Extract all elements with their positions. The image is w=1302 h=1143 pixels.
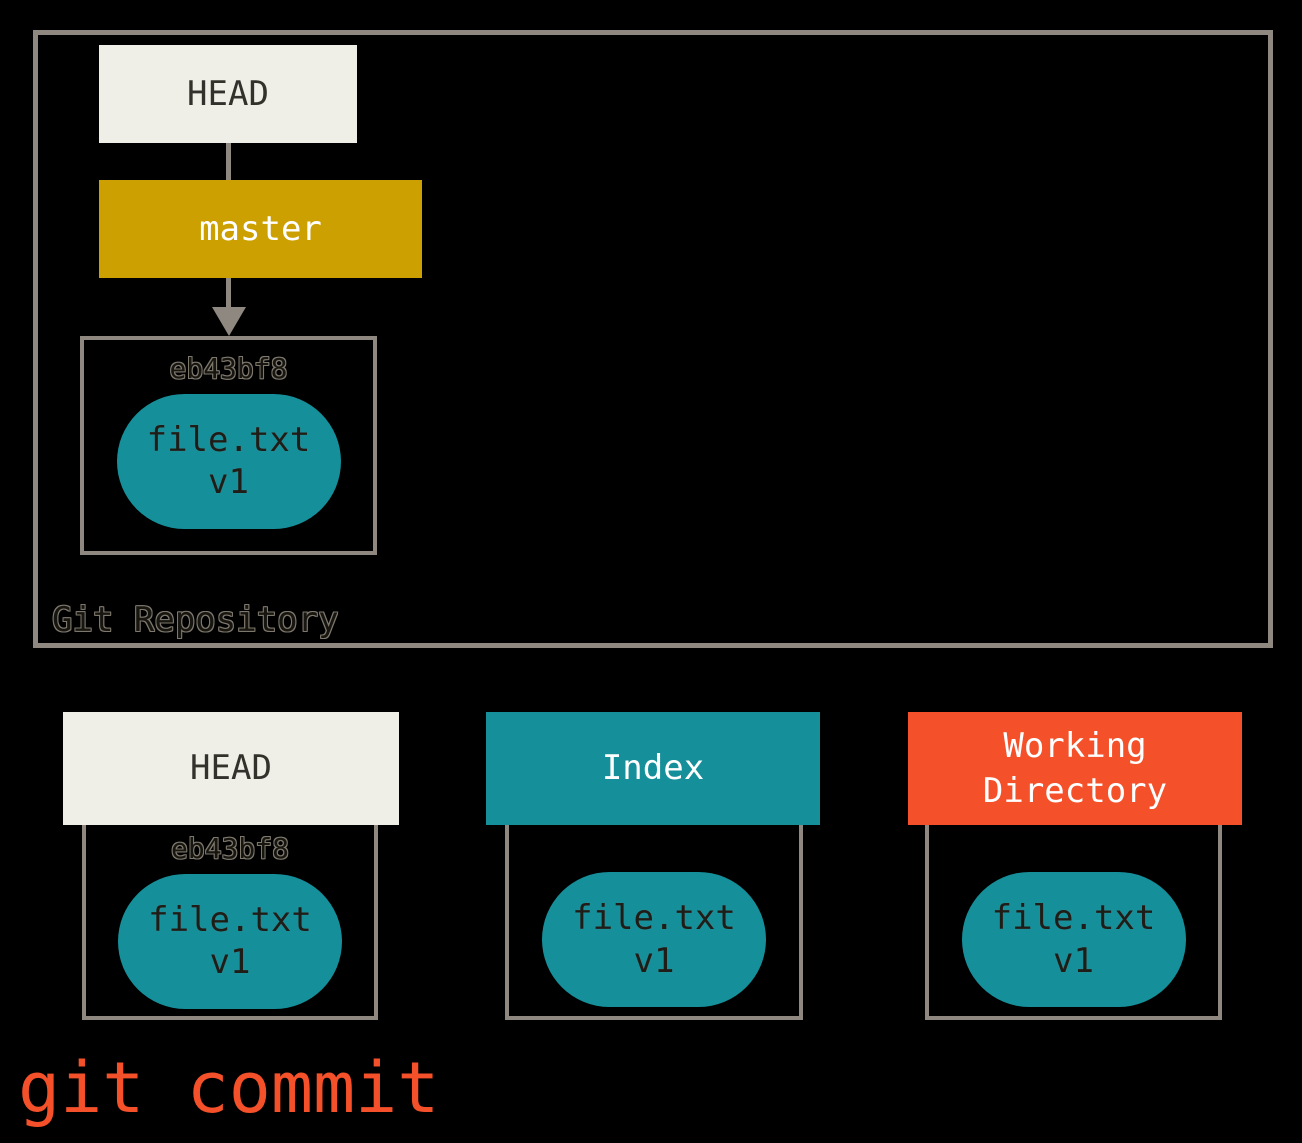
master-branch-label: master [199,209,322,249]
index-area-header: Index [486,712,820,825]
repo-head-box: HEAD [99,45,357,143]
working-directory-box: file.txt v1 [925,800,1222,1020]
git-command-caption: git commit [18,1047,440,1129]
repo-file-name: file.txt [146,419,311,460]
head-area-title: HEAD [190,748,272,789]
master-to-commit-connector [226,278,231,309]
index-area-title: Index [601,748,705,789]
head-area-hash: eb43bf8 [170,832,289,865]
index-area-file-version: v1 [633,940,675,981]
master-branch-box: master [99,180,422,278]
head-area-file-name: file.txt [148,899,312,940]
repo-file-version: v1 [208,462,249,503]
repo-head-label: HEAD [187,74,269,114]
repo-file-blob: file.txt v1 [116,393,341,529]
index-area-file-blob: file.txt v1 [542,872,766,1007]
head-to-master-connector [226,143,231,182]
head-area-file-version: v1 [209,942,251,983]
head-area-header: HEAD [63,712,399,825]
git-repository-label: Git Repository [52,599,339,640]
index-area-file-name: file.txt [572,898,736,938]
git-repository-box: Git Repository [33,30,1273,648]
working-directory-title: Working Directory [982,726,1168,811]
working-directory-file-name: file.txt [991,898,1156,938]
repo-commit-box: eb43bf8 file.txt v1 [80,336,377,555]
working-directory-header: Working Directory [908,712,1242,825]
repo-commit-hash: eb43bf8 [169,352,288,385]
working-directory-file-version: v1 [1053,940,1094,981]
head-area-box: eb43bf8 file.txt v1 [82,800,378,1020]
index-area-box: file.txt v1 [505,800,803,1020]
arrow-down-icon [212,307,246,336]
head-area-file-blob: file.txt v1 [118,873,342,1009]
working-directory-file-blob: file.txt v1 [961,872,1186,1007]
